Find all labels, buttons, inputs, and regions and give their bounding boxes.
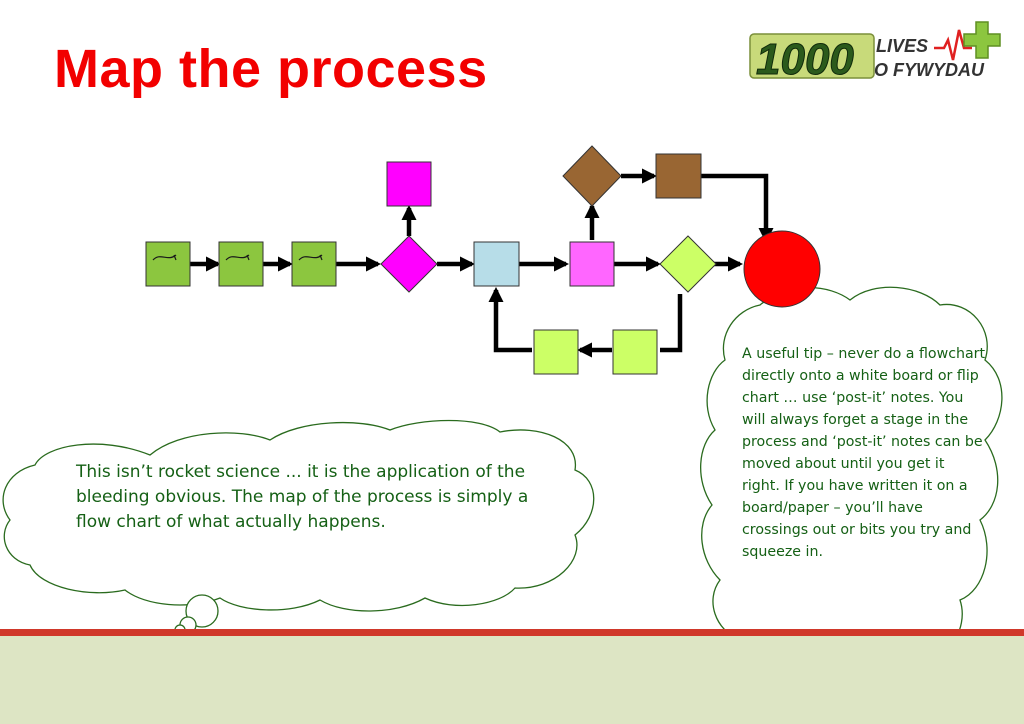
process-brown — [655, 153, 702, 199]
slide-title: Map the process — [54, 39, 488, 99]
process-pink — [569, 241, 615, 287]
logo-number-box — [749, 33, 875, 79]
process-light-blue — [473, 241, 520, 287]
flow-arrows — [190, 168, 774, 358]
squiggle-icon — [225, 254, 250, 261]
left-cloud-text: This isn’t rocket science ... it is the … — [76, 462, 529, 532]
logo-line1: LIVES — [876, 36, 928, 56]
process-magenta — [386, 161, 432, 207]
right-cloud-text: A useful tip – never do a flowchart dire… — [742, 346, 986, 560]
plus-cross-icon — [963, 21, 1001, 59]
process-step-1 — [145, 241, 191, 287]
arrow-decision3-loop — [660, 294, 683, 353]
decision-lime — [659, 235, 717, 293]
end-node-red — [743, 230, 821, 308]
logo-line2: O FYWYDAU — [874, 60, 985, 80]
arrow-brown-box-end — [701, 173, 774, 244]
arrow-loop-back-blue — [488, 286, 532, 353]
logo-1000-lives: 1000 LIVES O FYWYDAU — [749, 21, 1001, 85]
heartbeat-icon — [934, 29, 972, 61]
logo-number: 1000 — [756, 35, 854, 84]
decision-magenta — [380, 235, 438, 293]
flow-nodes — [145, 145, 821, 375]
process-lime-right — [612, 329, 658, 375]
step-squiggles — [152, 254, 323, 261]
process-step-2 — [218, 241, 264, 287]
squiggle-icon — [298, 254, 323, 261]
footer-red-line — [0, 629, 1024, 636]
squiggle-icon — [152, 254, 177, 261]
process-step-3 — [291, 241, 337, 287]
footer-green-band — [0, 636, 1024, 724]
decision-brown — [562, 145, 622, 207]
left-thought-cloud — [2, 419, 595, 612]
process-lime-left — [533, 329, 579, 375]
